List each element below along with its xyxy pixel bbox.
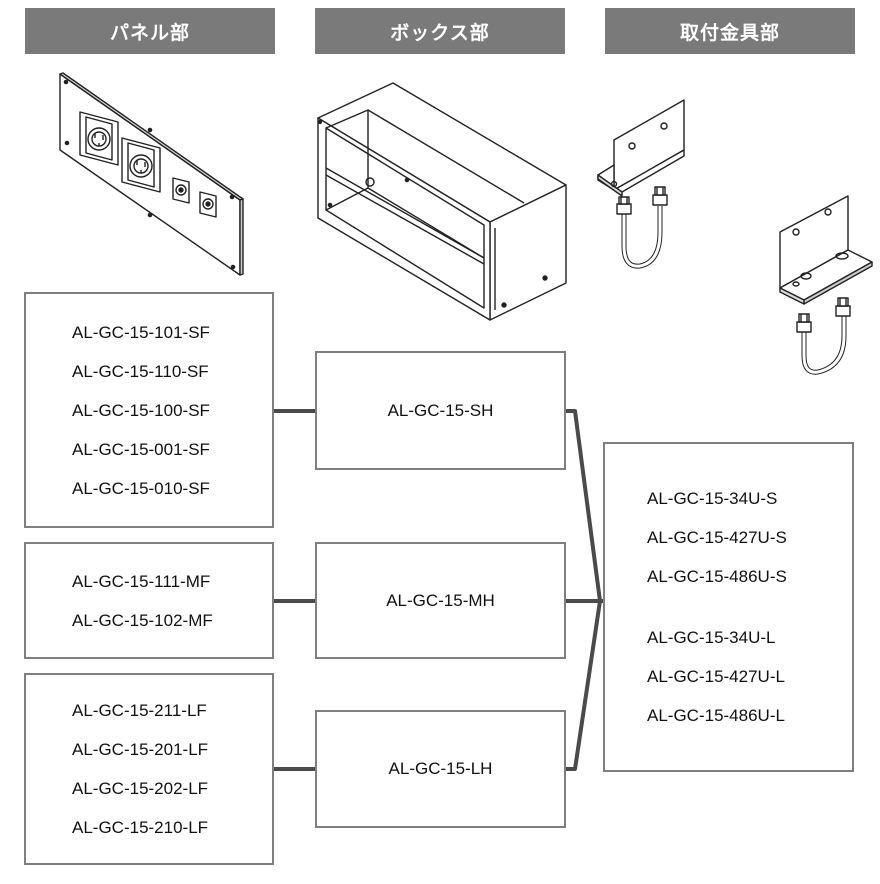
connector-box-large-to-bracket xyxy=(565,600,602,771)
box-enclosure-illustration xyxy=(317,82,567,321)
panel-model-label: AL-GC-15-001-SF xyxy=(72,439,210,459)
panel-medium-models-box: AL-GC-15-111-MF AL-GC-15-102-MF xyxy=(24,542,274,659)
panel-small-models-box: AL-GC-15-101-SF AL-GC-15-110-SF AL-GC-15… xyxy=(24,292,274,528)
bracket-models-box: AL-GC-15-34U-S AL-GC-15-427U-S AL-GC-15-… xyxy=(603,442,854,772)
panel-model-label: AL-GC-15-111-MF xyxy=(72,571,211,591)
box-section-header: ボックス部 xyxy=(315,8,565,54)
bracket-section-header: 取付金具部 xyxy=(605,8,855,54)
panel-section-header: パネル部 xyxy=(25,8,275,54)
box-model-label: AL-GC-15-LH xyxy=(388,759,493,778)
panel-model-label: AL-GC-15-101-SF xyxy=(72,322,210,342)
group-spacer xyxy=(647,596,787,618)
panel-model-label: AL-GC-15-110-SF xyxy=(72,361,209,381)
bracket-model-label: AL-GC-15-427U-L xyxy=(647,667,785,686)
panel-model-label: AL-GC-15-201-LF xyxy=(72,740,209,759)
box-medium-model-box: AL-GC-15-MH xyxy=(315,542,566,659)
bracket-model-label: AL-GC-15-34U-S xyxy=(647,489,778,508)
box-small-model-box: AL-GC-15-SH xyxy=(315,351,566,470)
panel-model-label: AL-GC-15-211-LF xyxy=(72,701,207,720)
panel-model-label: AL-GC-15-100-SF xyxy=(72,400,210,420)
bracket-model-label: AL-GC-15-486U-S xyxy=(647,567,787,586)
bracket-model-label: AL-GC-15-427U-S xyxy=(647,528,787,547)
box-model-label: AL-GC-15-SH xyxy=(387,400,494,420)
bracket-model-label: AL-GC-15-486U-L xyxy=(647,706,785,725)
connector-lines xyxy=(273,409,604,771)
panel-model-label: AL-GC-15-202-LF xyxy=(72,779,209,798)
bracket-model-label: AL-GC-15-34U-L xyxy=(647,628,776,647)
box-large-model-box: AL-GC-15-LH xyxy=(315,710,566,828)
panel-model-label: AL-GC-15-210-LF xyxy=(72,818,209,837)
panel-model-label: AL-GC-15-102-MF xyxy=(72,610,213,630)
connector-box-small-to-bracket xyxy=(565,409,602,602)
bracket-s-illustration xyxy=(597,99,685,269)
panel-large-models-box: AL-GC-15-211-LF AL-GC-15-201-LF AL-GC-15… xyxy=(24,673,274,865)
bracket-l-illustration xyxy=(779,195,873,375)
panel-model-label: AL-GC-15-010-SF xyxy=(72,478,210,498)
panel-plate-illustration xyxy=(59,72,244,276)
box-model-label: AL-GC-15-MH xyxy=(386,590,495,610)
